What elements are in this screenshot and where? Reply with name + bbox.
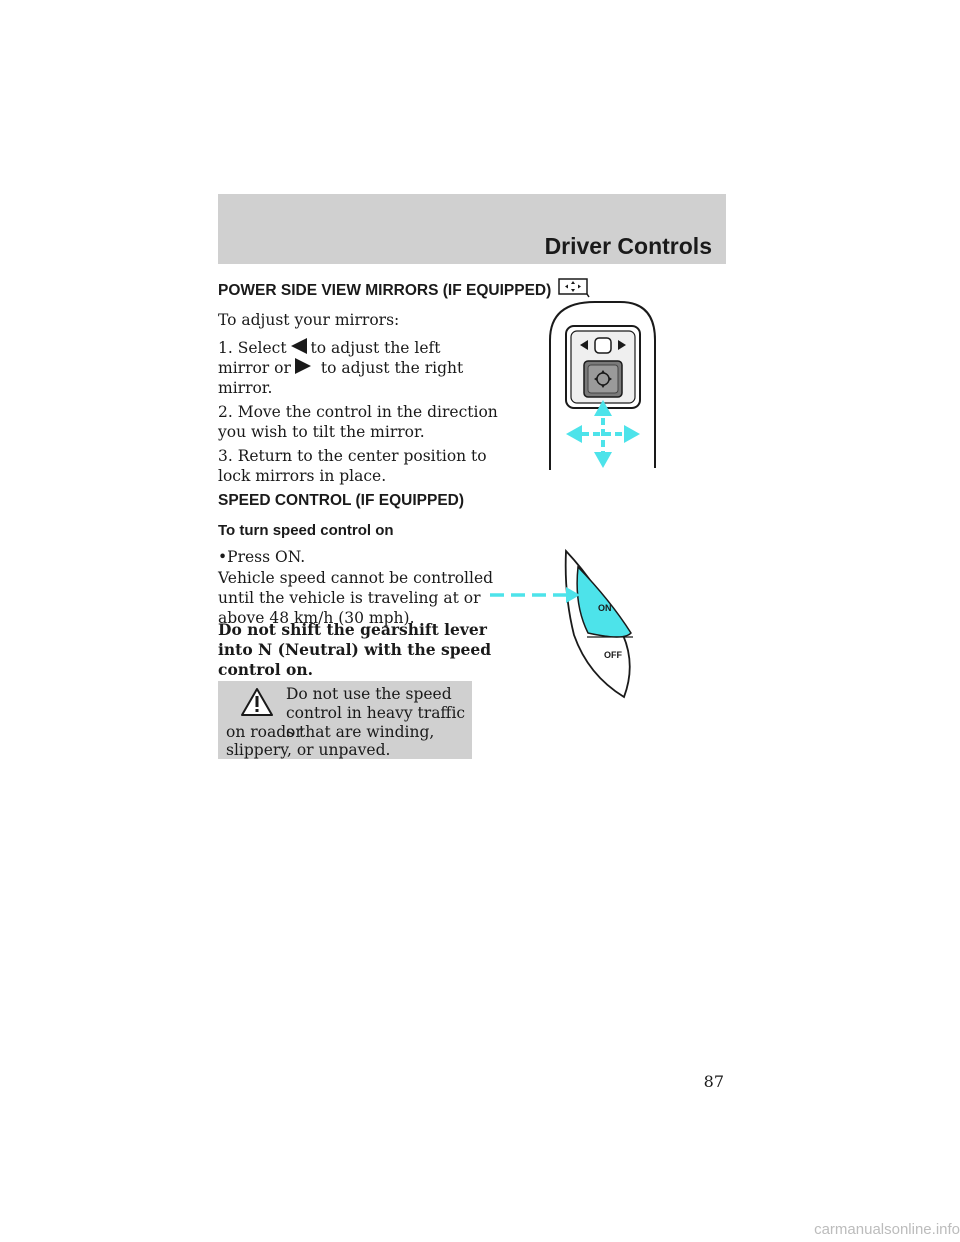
mirror-control-illustration [549,301,656,470]
warning-triangle-icon [241,688,273,716]
speed-bullet: •Press ON. [218,547,305,567]
step2-line-2: you wish to tilt the mirror. [218,423,425,441]
warning-line-4: slippery, or unpaved. [226,741,391,759]
caution-line-3: control on. [218,660,313,679]
mirror-control-icon [557,278,590,298]
mirrors-step-3: 3. Return to the center position to lock… [218,446,487,486]
speed-caution-text: Do not shift the gearshift lever into N … [218,620,491,680]
warning-line-3: on roads that are winding, [226,723,435,741]
speed-body-line-3: above 48 km/h (30 mph). [218,609,415,627]
step1-text-e: mirror. [218,379,273,397]
right-arrow-icon [294,358,311,374]
mirrors-heading: POWER SIDE VIEW MIRRORS (IF EQUIPPED) [218,278,590,300]
step1-text-b: to adjust the left [310,339,441,357]
mirrors-heading-text: POWER SIDE VIEW MIRRORS (IF EQUIPPED) [218,282,552,299]
section-header-band: Driver Controls [218,194,726,264]
switch-off-label: OFF [604,650,622,660]
warning-box: Do not use the speed control in heavy tr… [218,681,472,759]
mirrors-step-2: 2. Move the control in the direction you… [218,402,498,442]
speed-heading: SPEED CONTROL (IF EQUIPPED) [218,492,465,509]
step2-line-1: 2. Move the control in the direction [218,403,498,421]
step3-line-2: lock mirrors in place. [218,467,387,485]
speed-body-line-1: Vehicle speed cannot be controlled [218,569,494,587]
warning-line-2: control in heavy traffic or [286,704,466,741]
step1-text-a: 1. Select [218,339,287,357]
caution-line-2: into N (Neutral) with the speed [218,640,492,659]
speed-body: Vehicle speed cannot be controlled until… [218,568,493,628]
left-arrow-icon [290,338,307,354]
section-title: Driver Controls [544,233,712,259]
step1-text-c: mirror or [218,359,291,377]
speed-body-line-2: until the vehicle is traveling at or [218,589,481,607]
bullet-text: Press ON. [227,548,306,566]
step3-line-1: 3. Return to the center position to [218,447,487,465]
step1-text-d: to adjust the right [320,359,464,377]
switch-on-label: ON [598,603,612,613]
bullet-icon: • [218,548,228,566]
caution-line-1: Do not shift the gearshift lever [218,620,487,639]
page-number: 87 [703,1072,724,1091]
mirrors-intro: To adjust your mirrors: [218,311,400,329]
speed-control-switch-illustration: ON OFF [490,548,633,699]
watermark: carmanualsonline.info [814,1221,960,1238]
speed-subheading: To turn speed control on [218,522,394,539]
mirrors-step-1: 1. Select to adjust the left mirror or to … [218,338,478,398]
warning-line-1: Do not use the speed [286,685,452,703]
